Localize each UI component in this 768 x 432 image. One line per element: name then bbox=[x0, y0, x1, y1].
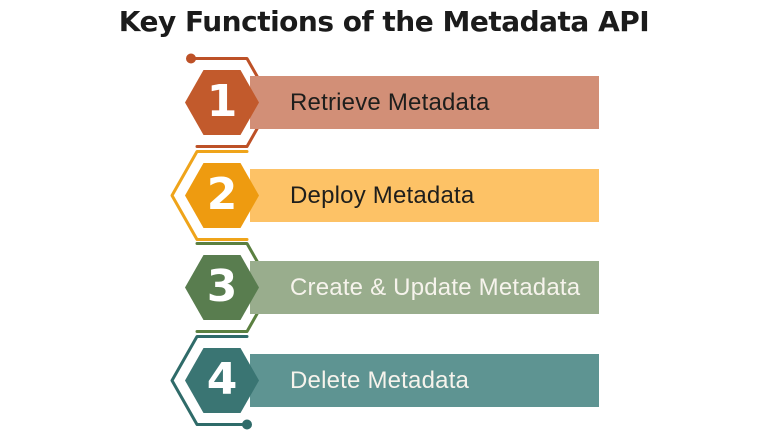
step3-bar: Create & Update Metadata bbox=[250, 261, 599, 314]
step1-bar: Retrieve Metadata bbox=[250, 76, 599, 129]
step1-number: 1 bbox=[206, 75, 238, 127]
step4-label: Delete Metadata bbox=[290, 366, 470, 394]
step3-label: Create & Update Metadata bbox=[290, 273, 581, 301]
page-title: Key Functions of the Metadata API bbox=[118, 5, 650, 38]
step2-label: Deploy Metadata bbox=[290, 181, 475, 209]
step1-label: Retrieve Metadata bbox=[290, 88, 490, 116]
step2-outline-hexagon-path bbox=[170, 150, 249, 241]
step2-bar: Deploy Metadata bbox=[250, 169, 599, 222]
step2-number: 2 bbox=[206, 168, 238, 220]
step4-number: 4 bbox=[206, 353, 238, 405]
path-start-dot bbox=[186, 53, 196, 64]
step4-bar: Delete Metadata bbox=[250, 354, 599, 407]
path-end-dot bbox=[242, 419, 252, 430]
step4-outline-hexagon-path bbox=[170, 335, 249, 426]
step3-number: 3 bbox=[206, 260, 238, 312]
step4-hexagon: 4 bbox=[185, 348, 259, 413]
step3-hexagon: 3 bbox=[185, 255, 259, 320]
